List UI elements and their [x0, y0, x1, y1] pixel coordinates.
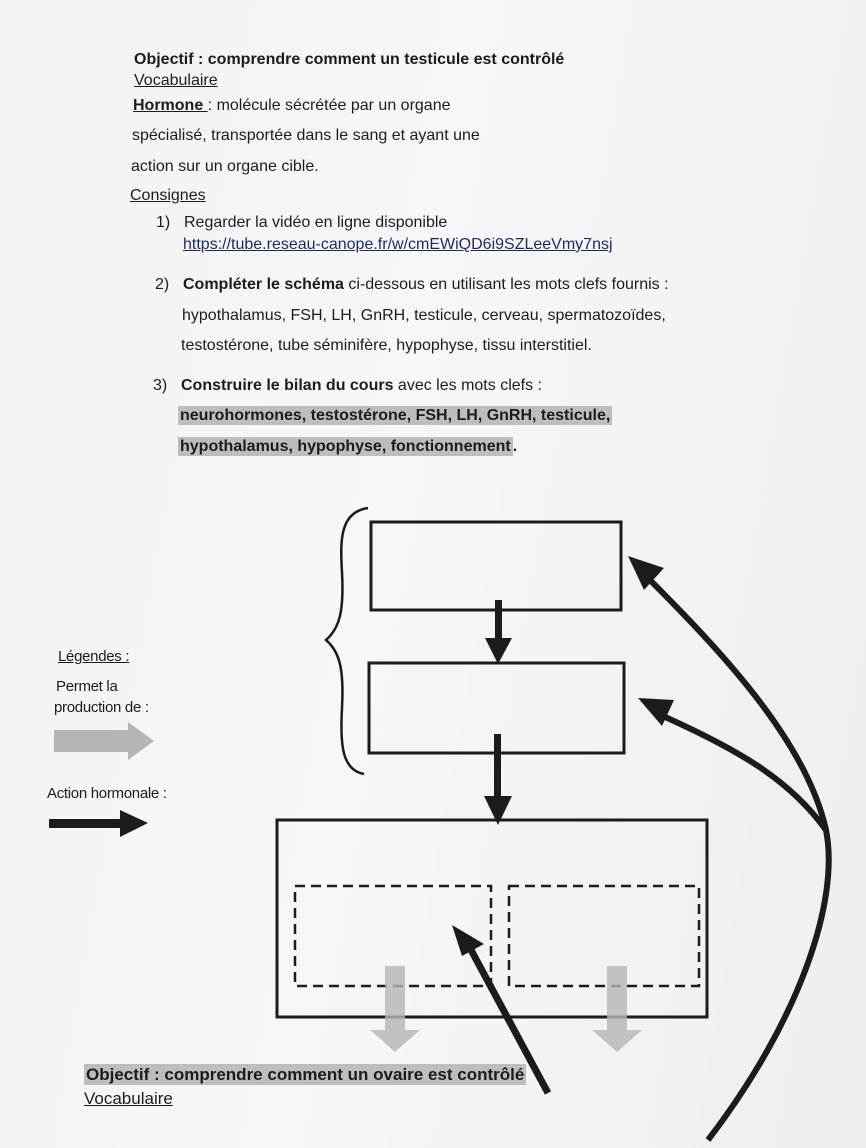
feedback-head-middle — [638, 698, 674, 726]
definition-line-1: Hormone : molécule sécrétée par un organ… — [133, 97, 450, 115]
step-3-rest: avec les mots clefs : — [393, 377, 542, 394]
keywords-period: . — [512, 438, 518, 455]
highlighted-keywords-1: neurohormones, testostérone, FSH, LH, Gn… — [178, 406, 613, 425]
legend-title: Légendes : — [58, 648, 130, 665]
page-title: Objectif : comprendre comment un testicu… — [134, 51, 565, 68]
blank-box-1 — [369, 520, 623, 612]
consignes-heading: Consignes — [130, 187, 206, 204]
step-3-keywords-2: hypothalamus, hypophyse, fonctionnement. — [178, 437, 518, 456]
vocabulary-heading: Vocabulaire — [134, 72, 218, 89]
step-3-number: 3) — [153, 377, 168, 394]
step-3-bold: Construire le bilan du cours — [181, 377, 394, 394]
hormonal-arrow-2 — [484, 734, 512, 825]
next-objective-text: Objectif : comprendre comment un ovaire … — [84, 1064, 527, 1085]
blank-box-3 — [275, 818, 709, 1019]
dashed-box-right — [507, 884, 701, 988]
feedback-arrow-inner — [452, 925, 552, 1095]
feedback-head-top — [628, 556, 664, 590]
step-2-text: Compléter le schéma ci-dessous en utilis… — [183, 276, 669, 294]
step-2-keywords-1: hypothalamus, FSH, LH, GnRH, testicule, … — [182, 307, 666, 324]
brace — [324, 506, 369, 776]
definition-line-2: spécialisé, transportée dans le sang et … — [132, 127, 480, 144]
step-2-keywords-2: testostérone, tube séminifère, hypophyse… — [181, 337, 592, 354]
step-3-keywords-1: neurohormones, testostérone, FSH, LH, Gn… — [178, 406, 613, 425]
feedback-curve-main — [639, 569, 832, 1142]
definition-text: : molécule sécrétée par un organe — [207, 97, 451, 114]
legend-production-line-1: Permet la — [56, 678, 118, 695]
legend-hormonal: Action hormonale : — [47, 785, 167, 802]
step-2-bold: Compléter le schéma — [183, 276, 344, 293]
next-vocabulary-heading: Vocabulaire — [84, 1089, 173, 1108]
legend-hormonal-arrow — [49, 810, 148, 837]
legend-production-arrow — [54, 722, 154, 760]
step-1-number: 1) — [156, 214, 171, 231]
next-objective: Objectif : comprendre comment un ovaire … — [84, 1064, 527, 1085]
video-link[interactable]: https://tube.reseau-canope.fr/w/cmEWiQD6… — [183, 236, 613, 253]
highlighted-keywords-2: hypothalamus, hypophyse, fonctionnement — [178, 437, 513, 456]
production-arrow-left — [370, 966, 420, 1052]
step-1-text: Regarder la vidéo en ligne disponible — [184, 214, 448, 231]
step-3-text: Construire le bilan du cours avec les mo… — [181, 377, 542, 395]
definition-line-3: action sur un organe cible. — [131, 158, 319, 175]
definition-term: Hormone — [133, 97, 208, 114]
production-arrow-right — [592, 966, 642, 1052]
feedback-curve-branch — [652, 709, 829, 832]
hormonal-arrow-1 — [485, 600, 512, 664]
step-2-number: 2) — [155, 276, 170, 293]
legend-production-line-2: production de : — [54, 699, 149, 716]
step-2-rest: ci-dessous en utilisant les mots clefs f… — [343, 276, 669, 293]
